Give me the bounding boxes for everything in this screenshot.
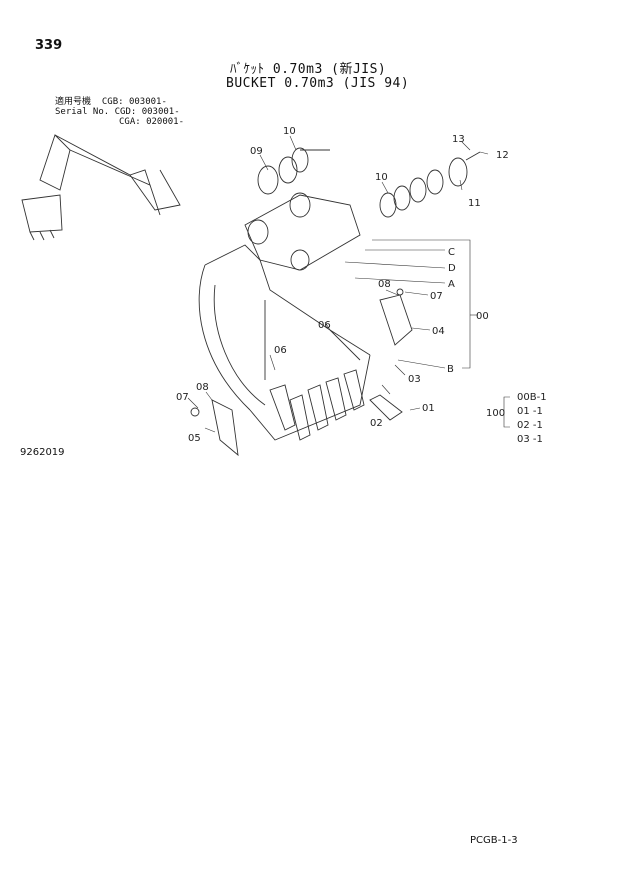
callout-A: A	[448, 279, 455, 290]
serial-row-1: 適用号機 CGB: 003001-	[55, 97, 167, 107]
callout-10-top: 10	[283, 126, 296, 137]
callout-02: 02	[370, 418, 383, 429]
assembly-row-02: 02 -1	[517, 420, 543, 431]
figure-number: 9262019	[20, 447, 65, 458]
callout-08-left: 08	[196, 382, 209, 393]
callout-07-left: 07	[176, 392, 189, 403]
callout-06-upper: 06	[318, 320, 331, 331]
callout-09: 09	[250, 146, 263, 157]
applicability-label-en: Serial No.	[55, 107, 110, 117]
bucket-teeth	[269, 369, 403, 441]
callout-C: C	[448, 247, 455, 258]
assembly-row-03: 03 -1	[517, 434, 543, 445]
serial-entry-2: CGD: 003001-	[114, 107, 180, 117]
serial-row-2: Serial No. CGD: 003001-	[55, 107, 180, 117]
callout-D: D	[448, 263, 456, 274]
callout-06-lower: 06	[274, 345, 287, 356]
callout-01: 01	[422, 403, 435, 414]
callout-07-right: 07	[430, 291, 443, 302]
pin-assembly-left	[257, 147, 330, 195]
excavator-thumbnail-icon	[21, 134, 181, 241]
callout-08-right: 08	[378, 279, 391, 290]
callout-13: 13	[452, 134, 465, 145]
assembly-row-01: 01 -1	[517, 406, 543, 417]
callout-00: 00	[476, 311, 489, 322]
callout-B: B	[447, 364, 454, 375]
callout-03: 03	[408, 374, 421, 385]
pin-assembly-right	[379, 151, 481, 218]
title-japanese: ﾊﾞｹｯﾄ 0.70m3 (新JIS)	[230, 62, 387, 77]
callout-05: 05	[188, 433, 201, 444]
side-cutter	[190, 288, 413, 457]
footer-code: PCGB-1-3	[470, 835, 518, 846]
callout-12: 12	[496, 150, 509, 161]
applicability-label-jp: 適用号機	[55, 97, 92, 107]
serial-entry-3: CGA: 020001-	[119, 117, 185, 127]
serial-entry-1: CGB: 003001-	[101, 97, 167, 107]
assembly-group-100: 100	[486, 408, 505, 419]
title-english: BUCKET 0.70m3 (JIS 94)	[226, 76, 410, 91]
page-number: 339	[35, 38, 63, 53]
callout-04: 04	[432, 326, 445, 337]
callout-10-right: 10	[375, 172, 388, 183]
assembly-row-00B: 00B-1	[517, 392, 547, 403]
callout-11: 11	[468, 198, 481, 209]
leader-lines	[187, 135, 510, 433]
bucket-body	[198, 192, 371, 441]
